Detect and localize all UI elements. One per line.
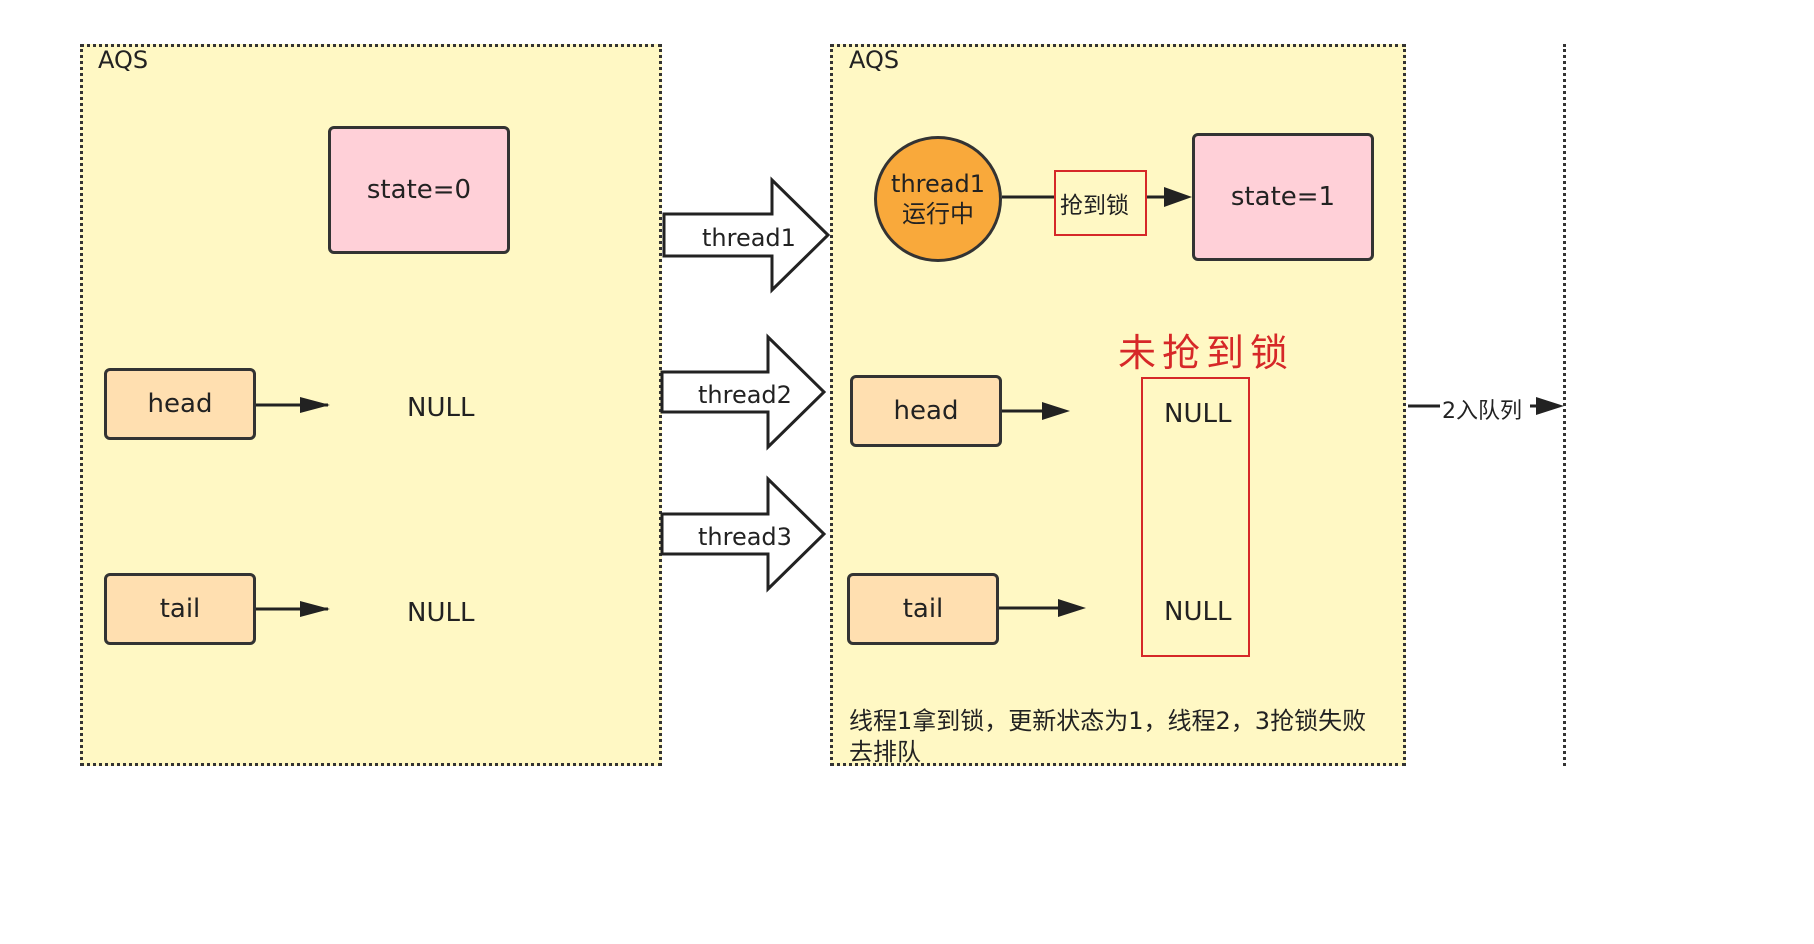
enqueue-arrowhead [1536,397,1564,415]
grab-lock-arrowhead [1164,187,1192,207]
right-head-null: NULL [1164,399,1232,429]
left-aqs-title: AQS [98,46,149,74]
thread2-label: thread2 [698,381,792,409]
grab-lock-label: 抢到锁 [1060,193,1129,219]
right-aqs-title: AQS [849,46,900,74]
thread1-block-arrow [662,176,831,294]
next-panel-edge [1563,44,1569,766]
left-head-box: head [104,368,256,440]
right-tail-null: NULL [1164,597,1232,627]
circle-thread-label: thread1 [891,170,985,198]
right-state-box: state=1 [1192,133,1374,261]
thread2-block-arrow [660,333,827,451]
thread3-label: thread3 [698,523,792,551]
circle-status-label: 运行中 [902,200,974,228]
left-tail-null: NULL [407,598,475,628]
grab-lock-box [1054,170,1147,236]
right-head-box: head [850,375,1002,447]
left-tail-box: tail [104,573,256,645]
left-state-box: state=0 [328,126,510,254]
thread1-running-circle: thread1 运行中 [874,136,1002,262]
enqueue-label: 2入队列 [1442,399,1522,424]
failed-lock-title: 未抢到锁 [1118,331,1295,375]
null-queue-box [1141,377,1250,657]
left-head-null: NULL [407,393,475,423]
right-panel-note: 线程1拿到锁，更新状态为1，线程2，3抢锁失败去排队 [849,707,1367,766]
thread1-label: thread1 [702,224,796,252]
right-tail-box: tail [847,573,999,645]
thread3-block-arrow [660,475,827,593]
